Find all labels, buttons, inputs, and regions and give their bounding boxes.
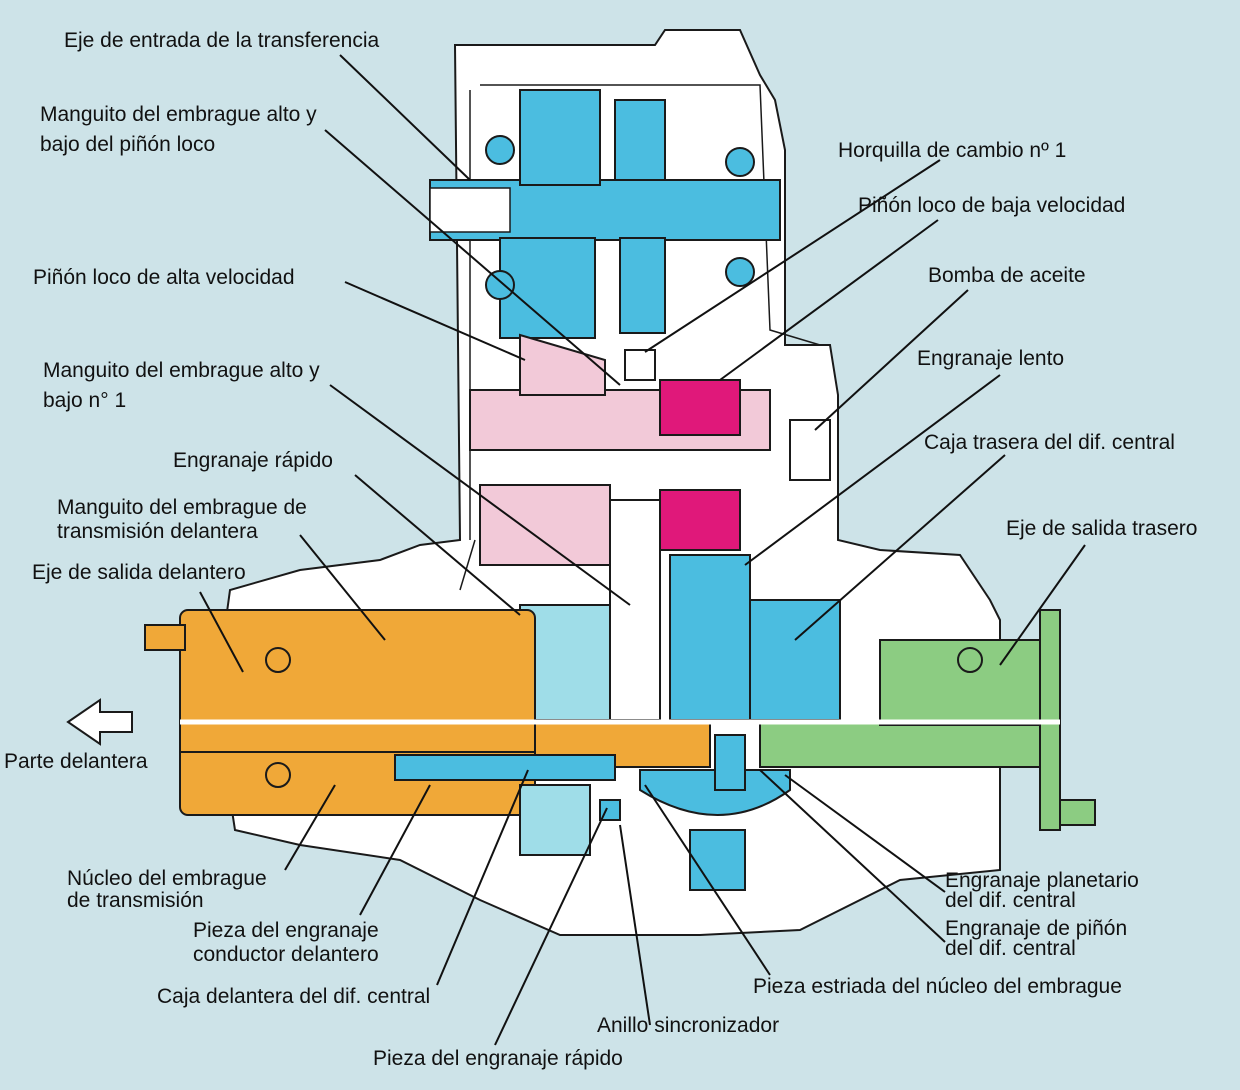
- fast-gear-pink: [479, 484, 611, 566]
- low-speed-idler-gear: [659, 379, 741, 436]
- label-idler-high-low-sleeve: Manguito del embrague alto y bajo del pi…: [40, 104, 317, 156]
- bearing-top-right: [725, 147, 755, 177]
- label-line: conductor delantero: [193, 943, 379, 966]
- rear-flange-stud: [1059, 799, 1096, 826]
- label-rear-diff-case: Caja trasera del dif. central: [924, 431, 1175, 454]
- label-line: Engranaje planetario: [945, 869, 1139, 892]
- label-clutch-core-spline: Pieza estriada del núcleo del embrague: [753, 975, 1122, 998]
- low-speed-idler-blue: [619, 237, 666, 334]
- front-direction-arrow-icon: [66, 698, 133, 746]
- label-fast-gear: Engranaje rápido: [173, 449, 333, 472]
- label-line: bajo del piñón loco: [40, 133, 216, 156]
- bearing-front-upper: [265, 647, 291, 673]
- bearing-top-left: [485, 135, 515, 165]
- label-front-drive-sleeve: Manguito del embrague de transmisión del…: [57, 497, 307, 543]
- label-line: Núcleo del embrague: [67, 867, 267, 890]
- label-line: Pieza del engranaje: [193, 919, 379, 942]
- bearing-rear-upper: [957, 647, 983, 673]
- label-line: Manguito del embrague alto y: [43, 359, 320, 382]
- label-front-drive-gear-piece: Pieza del engranaje conductor delantero: [193, 920, 379, 966]
- label-shift-fork: Horquilla de cambio nº 1: [838, 139, 1067, 162]
- label-high-low-sleeve-n1: Manguito del embrague alto y bajo n° 1: [43, 360, 320, 412]
- label-line: del dif. central: [945, 937, 1076, 960]
- bearing-mid-right: [725, 257, 755, 287]
- input-shaft-bore: [429, 187, 511, 233]
- rear-output-shaft: [759, 721, 1061, 768]
- high-speed-idler-pink: [519, 333, 606, 396]
- label-slow-gear: Engranaje lento: [917, 347, 1065, 370]
- label-front-side: Parte delantera: [4, 750, 148, 773]
- label-synchronizer-ring: Anillo sincronizador: [597, 1014, 780, 1037]
- front-drive-gear-piece: [394, 754, 616, 781]
- label-diff-pinion-gear: Engranaje de piñón del dif. central: [945, 918, 1127, 960]
- label-line: Manguito del embrague de: [57, 496, 307, 519]
- diff-pinion-gear-upper: [714, 734, 746, 791]
- clutch-sleeve-n1: [609, 499, 661, 721]
- center-diff-gear: [669, 554, 751, 721]
- shift-fork: [624, 349, 656, 381]
- diff-pinion-gear-lower: [689, 829, 746, 891]
- leader-lines: [199, 54, 1086, 1046]
- fast-gear-piece: [519, 784, 591, 856]
- label-line: Manguito del embrague alto y: [40, 103, 317, 126]
- label-fast-gear-piece: Pieza del engranaje rápido: [373, 1047, 623, 1070]
- clutch-sleeve-top: [614, 99, 666, 181]
- label-line: bajo n° 1: [43, 389, 127, 412]
- oil-pump: [789, 419, 831, 481]
- label-line: del dif. central: [945, 889, 1076, 912]
- label-rear-output-shaft: Eje de salida trasero: [1006, 517, 1198, 540]
- label-low-speed-idler: Piñón loco de baja velocidad: [858, 194, 1126, 217]
- center-diff-rear-case: [749, 599, 841, 721]
- high-speed-gear-top: [519, 89, 601, 186]
- label-input-shaft: Eje de entrada de la transferencia: [64, 29, 380, 52]
- front-output-shaft: [179, 609, 536, 816]
- label-oil-pump: Bomba de aceite: [928, 264, 1086, 287]
- label-diff-planetary-gear: Engranaje planetario del dif. central: [945, 870, 1139, 912]
- bearing-front-lower: [265, 762, 291, 788]
- center-diff-front-case: [639, 769, 791, 816]
- label-line: de transmisión: [67, 889, 204, 912]
- synchronizer-ring: [599, 799, 621, 821]
- front-shaft-bore: [179, 721, 536, 753]
- label-drive-clutch-core: Núcleo del embrague de transmisión: [67, 868, 267, 912]
- front-flange-stud: [144, 624, 186, 651]
- label-line: transmisión delantera: [57, 520, 258, 543]
- bearing-mid-left: [485, 270, 515, 300]
- label-front-output-shaft: Eje de salida delantero: [32, 561, 246, 584]
- slow-gear-magenta: [659, 489, 741, 551]
- label-high-speed-idler: Piñón loco de alta velocidad: [33, 266, 295, 289]
- label-line: Engranaje de piñón: [945, 917, 1128, 940]
- label-front-diff-case: Caja delantera del dif. central: [157, 985, 431, 1008]
